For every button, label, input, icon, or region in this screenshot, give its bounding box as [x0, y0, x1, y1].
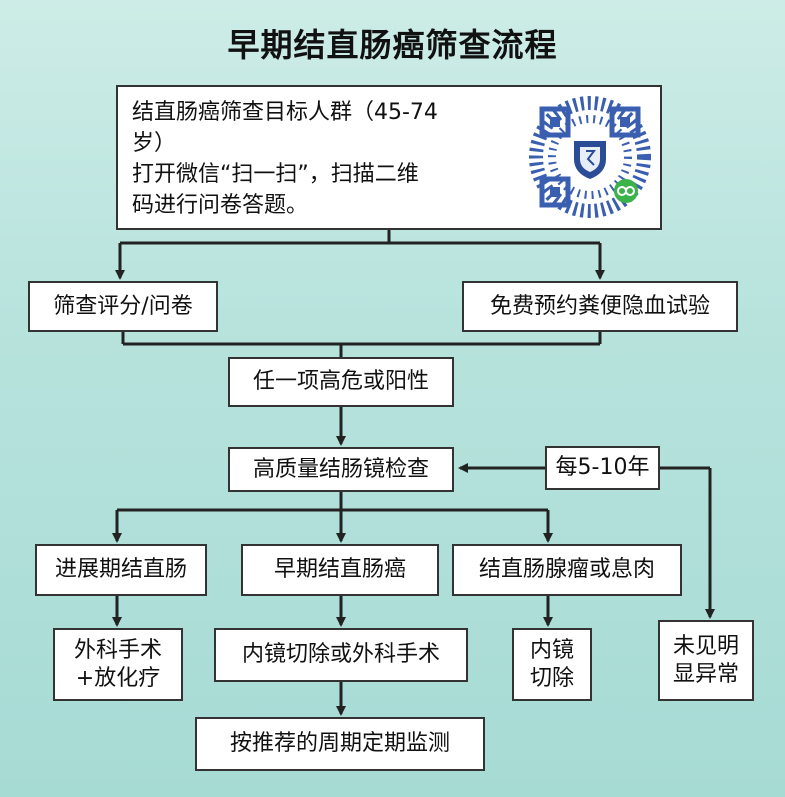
endoscopic-resection-line2: 切除 [529, 665, 574, 691]
every-5-10-years-box: 每5-10年 [545, 446, 660, 490]
target-population-box: 结直肠癌筛查目标人群（45-74 岁） 打开微信“扫一扫”，扫描二维 码进行问卷… [116, 85, 662, 230]
fobt-label: 免费预约粪便隐血试验 [489, 293, 710, 319]
advanced-cancer-box: 进展期结直肠 [35, 544, 207, 596]
adenoma-polyp-label: 结直肠腺瘤或息肉 [478, 557, 655, 583]
adenoma-polyp-box: 结直肠腺瘤或息肉 [452, 544, 682, 596]
surgery-chemo-line2: +放化疗 [75, 665, 161, 691]
surgery-chemo-line1: 外科手术 [73, 638, 162, 663]
colonoscopy-label: 高质量结肠镜检查 [252, 456, 429, 482]
top-line-2: 岁） [132, 131, 177, 156]
qr-code-icon[interactable] [528, 95, 652, 219]
high-risk-box: 任一项高危或阳性 [228, 357, 454, 407]
endoscopic-resection-box: 内镜 切除 [512, 628, 592, 701]
periodic-monitoring-label: 按推荐的周期定期监测 [229, 731, 450, 757]
advanced-cancer-label: 进展期结直肠 [54, 557, 187, 583]
periodic-monitoring-box: 按推荐的周期定期监测 [195, 717, 485, 771]
early-cancer-box: 早期结直肠癌 [241, 544, 439, 596]
page-title: 早期结直肠癌筛查流程 [227, 26, 558, 64]
colonoscopy-box: 高质量结肠镜检查 [228, 447, 454, 492]
every-5-10-years-label: 每5-10年 [555, 455, 650, 481]
endoscopic-resection-line1: 内镜 [529, 638, 574, 663]
resection-label: 内镜切除或外科手术 [241, 642, 440, 668]
questionnaire-box: 筛查评分/问卷 [28, 281, 218, 332]
no-abnormality-line1: 未见明 [672, 634, 739, 659]
no-abnormality-line2: 显异常 [672, 661, 739, 687]
high-risk-label: 任一项高危或阳性 [252, 369, 429, 395]
early-cancer-label: 早期结直肠癌 [273, 557, 406, 583]
fobt-box: 免费预约粪便隐血试验 [462, 281, 738, 332]
top-line-3: 打开微信“扫一扫”，扫描二维 [132, 162, 419, 187]
surgery-chemo-box: 外科手术 +放化疗 [53, 628, 183, 701]
questionnaire-label: 筛查评分/问卷 [53, 293, 193, 319]
no-abnormality-box: 未见明 显异常 [658, 620, 754, 701]
top-line-1: 结直肠癌筛查目标人群（45-74 [132, 100, 438, 125]
top-line-4: 码进行问卷答题。 [132, 193, 309, 218]
resection-box: 内镜切除或外科手术 [214, 628, 468, 682]
